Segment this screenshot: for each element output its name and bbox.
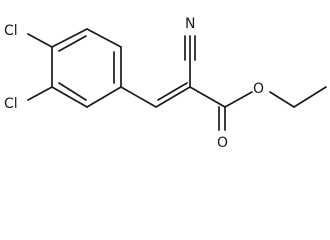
chlorine-label-lower: Cl <box>4 96 18 112</box>
o-ethyl-bond <box>269 91 295 108</box>
ester-oxygen-label: O <box>253 81 264 97</box>
vinyl-double-bond <box>155 86 191 108</box>
ring-bond <box>86 28 122 48</box>
chemical-structure: Cl Cl N O O <box>4 16 327 151</box>
aryl-vinyl-bond <box>120 86 157 108</box>
ethyl-bond <box>293 86 327 108</box>
benzene-ring <box>51 28 122 108</box>
ring-double-bond <box>58 82 87 101</box>
vinyl-double-bond-inner <box>157 82 188 101</box>
ring-bond <box>51 86 88 108</box>
chlorine-label-upper: Cl <box>4 23 18 39</box>
ring-double-bond <box>58 35 87 52</box>
c-o-ester-bond <box>224 91 253 108</box>
c-cl-bond-upper <box>27 33 53 48</box>
carbonyl-oxygen-label: O <box>217 135 228 151</box>
c-cl-bond-lower <box>27 86 53 101</box>
c-carbonyl-bond <box>189 86 226 108</box>
nitrogen-label: N <box>185 16 195 32</box>
ring-bond <box>86 86 122 108</box>
ring-bond <box>51 28 88 48</box>
